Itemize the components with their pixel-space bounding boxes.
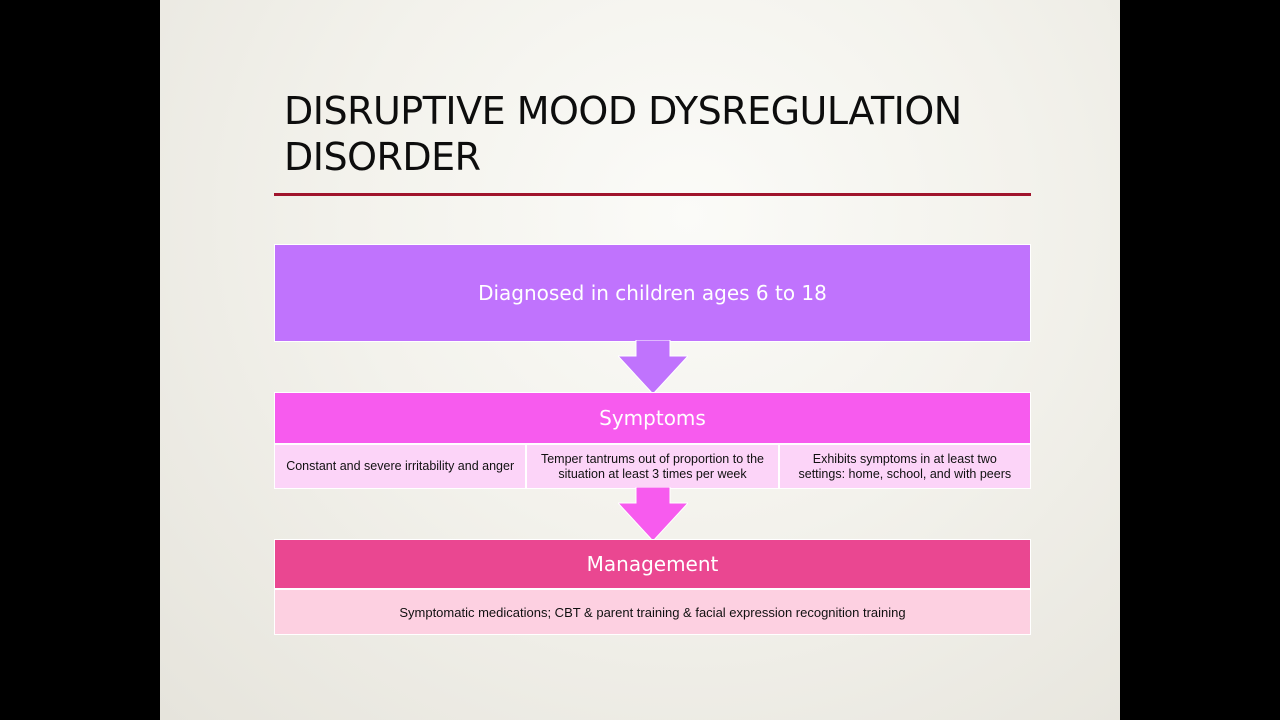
diagnosis-box: Diagnosed in children ages 6 to 18 bbox=[274, 244, 1031, 342]
down-arrow-icon-svg bbox=[618, 487, 688, 541]
management-header: Management bbox=[274, 539, 1031, 589]
slide: DISRUPTIVE MOOD DYSREGULATION DISORDER D… bbox=[160, 0, 1120, 720]
management-header-label: Management bbox=[586, 552, 719, 576]
diagnosis-text: Diagnosed in children ages 6 to 18 bbox=[478, 281, 827, 305]
down-arrow-icon-svg bbox=[618, 340, 688, 394]
slide-title: DISRUPTIVE MOOD DYSREGULATION DISORDER bbox=[284, 89, 962, 179]
management-list: Symptomatic medications; CBT & parent tr… bbox=[274, 589, 1031, 635]
management-item: Symptomatic medications; CBT & parent tr… bbox=[274, 589, 1031, 635]
symptom-item: Exhibits symptoms in at least two settin… bbox=[778, 444, 1031, 489]
symptoms-header-label: Symptoms bbox=[599, 406, 706, 430]
symptom-item: Temper tantrums out of proportion to the… bbox=[526, 444, 779, 489]
symptom-item: Constant and severe irritability and ang… bbox=[274, 444, 527, 489]
symptoms-header: Symptoms bbox=[274, 392, 1031, 444]
title-divider bbox=[274, 193, 1031, 196]
symptoms-list: Constant and severe irritability and ang… bbox=[274, 444, 1031, 489]
